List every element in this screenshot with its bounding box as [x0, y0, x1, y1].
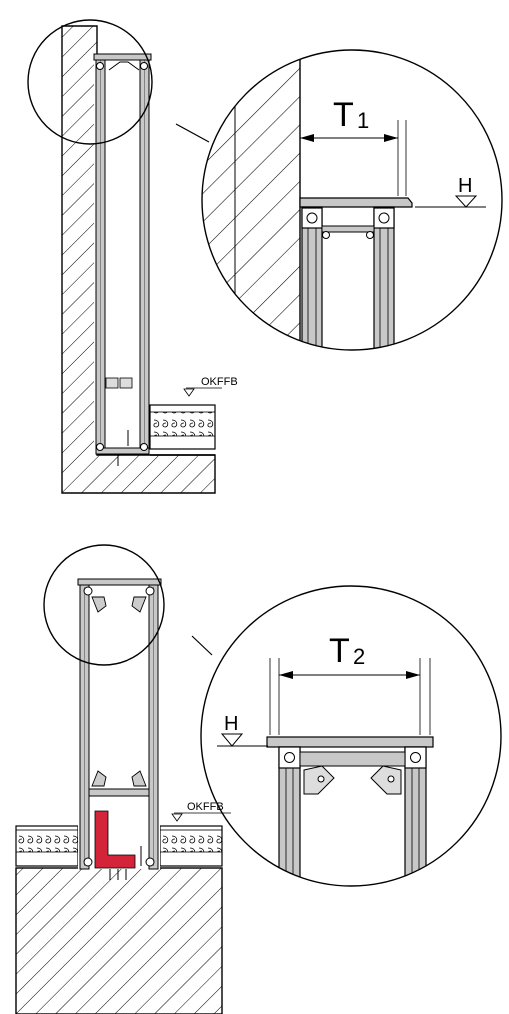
bottom-okffb-marker: OKFFB — [171, 801, 231, 822]
bottom-leader-line — [191, 635, 213, 656]
top-detail: OKFFB — [27, 19, 503, 494]
bottom-dimension-label: T — [329, 632, 350, 670]
bottom-dimension-t2: T 2 — [269, 632, 431, 735]
top-height-label: H — [458, 175, 472, 197]
bottom-zoom-detail — [200, 585, 502, 887]
top-floor-label: OKFFB — [201, 376, 238, 388]
top-dimension-label: T — [333, 96, 354, 134]
top-dimension-t1: T 1 — [300, 96, 407, 196]
top-leader-line — [175, 123, 210, 143]
bottom-detail: OKFFB — [15, 544, 502, 1014]
bottom-floor-label: OKFFB — [187, 801, 224, 813]
top-detail-circle-small — [27, 19, 153, 145]
top-okffb-marker: OKFFB — [183, 376, 238, 397]
bottom-dimension-subscript: 2 — [353, 644, 365, 669]
top-height-marker: H — [415, 175, 486, 208]
bottom-height-label: H — [224, 713, 238, 735]
top-dimension-subscript: 1 — [357, 108, 369, 133]
bottom-detail-circle-small — [43, 544, 165, 666]
bottom-slab — [15, 867, 223, 1014]
top-frame — [93, 53, 152, 466]
bottom-height-marker: H — [217, 713, 268, 747]
bottom-frame — [77, 578, 162, 880]
bottom-red-bracket — [94, 810, 136, 869]
